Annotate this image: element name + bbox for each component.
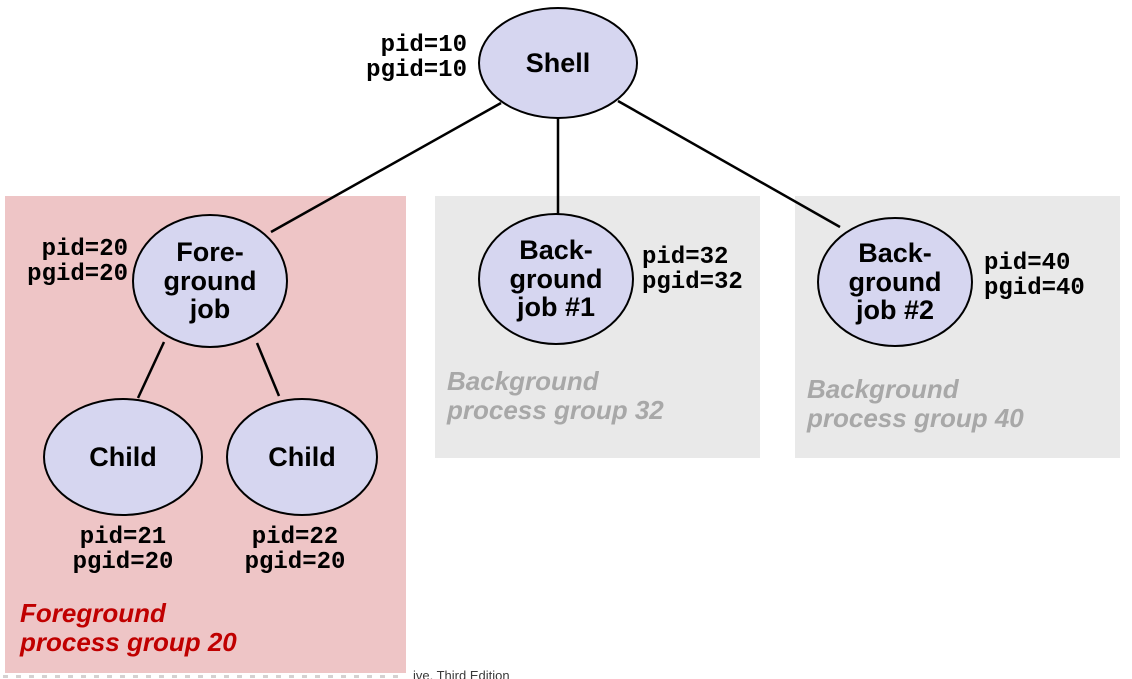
background-job-1-node: Back- ground job #1 <box>478 213 634 345</box>
edge-foreground-job-child-2 <box>255 342 281 397</box>
background-group-2-caption: Background process group 40 <box>807 374 1024 434</box>
background-job-1-node-label: Back- ground job #1 <box>509 234 603 323</box>
shell-node-label: Shell <box>525 47 591 78</box>
child-1-node: Child <box>43 398 203 516</box>
background-job-2-node-label: Back- ground job #2 <box>848 237 942 326</box>
foreground-job-node-label: Fore- ground job <box>163 236 257 325</box>
child-2-pid-label: pid=22 pgid=20 <box>244 524 346 576</box>
shell-node: Shell <box>478 7 638 119</box>
slide-footer-occluded-fragments <box>3 675 403 678</box>
background-job-1-pid-label: pid=32 pgid=32 <box>642 244 743 296</box>
background-group-1-caption: Background process group 32 <box>447 366 664 426</box>
child-1-pid-label: pid=21 pgid=20 <box>72 524 174 576</box>
foreground-job-pid-label: pid=20 pgid=20 <box>27 236 128 288</box>
edge-shell-foreground-job <box>270 101 502 234</box>
edge-foreground-job-child-1 <box>136 341 166 399</box>
foreground-job-node: Fore- ground job <box>132 214 288 348</box>
child-2-node: Child <box>226 398 378 516</box>
child-1-node-label: Child <box>89 441 157 472</box>
edge-shell-background-job-2 <box>617 99 841 229</box>
background-job-2-pid-label: pid=40 pgid=40 <box>984 250 1085 302</box>
shell-pid-label: pid=10 pgid=10 <box>366 32 467 84</box>
child-2-node-label: Child <box>268 441 336 472</box>
slide-footer-text-fragment: ive, Third Edition <box>413 668 510 679</box>
background-job-2-node: Back- ground job #2 <box>817 217 973 347</box>
foreground-group-caption: Foreground process group 20 <box>20 598 237 658</box>
